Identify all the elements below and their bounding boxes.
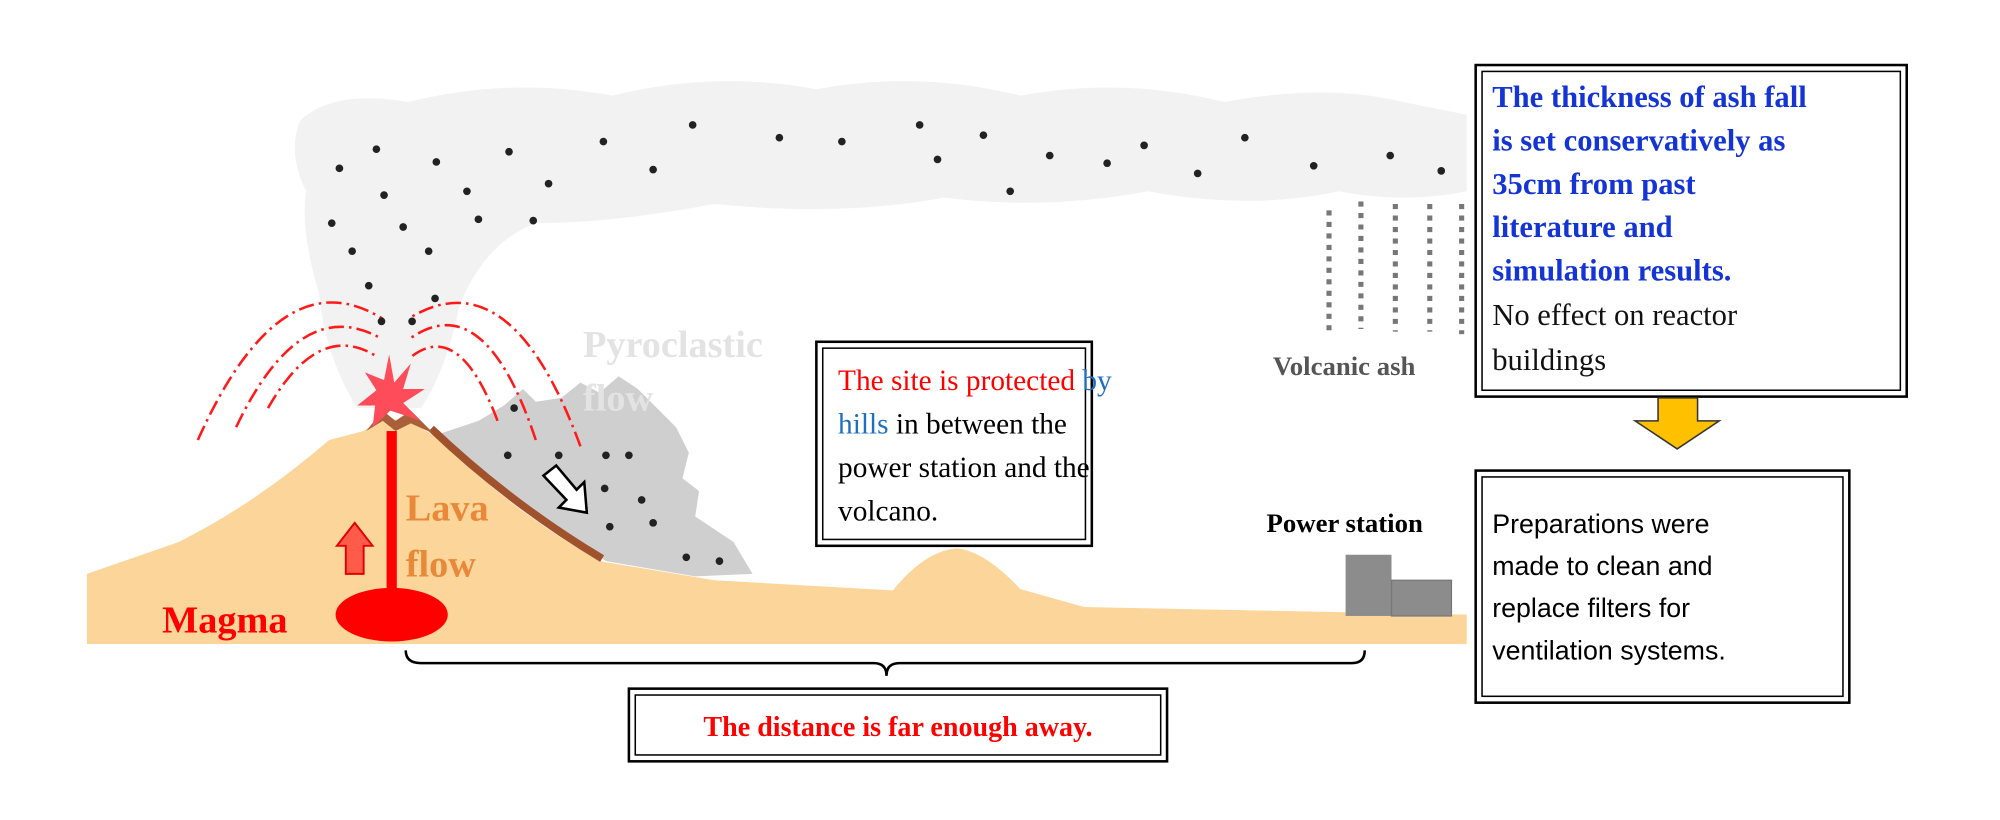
ash-box-line: literature and	[1492, 210, 1672, 244]
ash-particle	[1103, 159, 1111, 168]
pyroclastic-flow-label-2: flow	[583, 378, 653, 420]
lava-flow-label: Lava	[406, 487, 489, 529]
ash-particle	[399, 223, 407, 231]
ash-box-line: buildings	[1492, 343, 1606, 377]
magma-conduit	[386, 431, 397, 610]
ash-particle	[602, 451, 610, 460]
ash-particle	[380, 191, 388, 199]
distance-text: The distance is far enough away.	[703, 712, 1092, 743]
lava-flow-label-2: flow	[406, 543, 476, 585]
ash-particle	[544, 179, 553, 188]
ash-particle	[335, 164, 344, 173]
ash-particle	[688, 121, 697, 129]
ash-particle	[463, 187, 471, 196]
ash-box-line: simulation results.	[1492, 254, 1731, 288]
power-station-label: Power station	[1267, 508, 1423, 538]
ash-particle	[915, 121, 924, 129]
ash-particle	[1437, 167, 1446, 175]
ash-particle	[715, 557, 724, 565]
ash-particle	[510, 404, 518, 412]
ash-particle	[431, 294, 439, 303]
ash-particle	[1045, 151, 1054, 160]
ash-particle	[1386, 151, 1395, 160]
ash-box-line: is set conservatively as	[1492, 123, 1785, 157]
down-arrow-icon	[1632, 397, 1722, 450]
ash-particle	[503, 451, 512, 460]
ash-box-line: No effect on reactor	[1492, 298, 1737, 332]
hills-protection-box: The site is protected by hills in betwee…	[815, 340, 1112, 548]
magma-chamber	[335, 587, 448, 642]
ash-particle	[933, 155, 942, 164]
ash-box-line: The thickness of ash fall	[1492, 80, 1806, 114]
filters-box: Preparations were made to clean and repl…	[1474, 469, 1851, 704]
flow-direction-arrow-icon	[541, 463, 589, 515]
distance-box: The distance is far enough away.	[627, 687, 1169, 763]
filters-box-line: ventilation systems.	[1492, 635, 1726, 665]
ash-particle	[1140, 141, 1148, 150]
ash-particle	[1006, 187, 1015, 196]
ash-particle	[1309, 161, 1318, 170]
ash-particle	[377, 317, 386, 326]
eruption-burst-icon	[357, 354, 425, 428]
falling-ash-lines	[1326, 201, 1465, 335]
ash-particle	[348, 247, 356, 256]
magma-rise-arrow-icon	[334, 521, 375, 575]
ash-particle	[600, 484, 609, 493]
lava-stream	[428, 425, 605, 562]
ash-particle	[599, 137, 608, 146]
ash-particle	[327, 219, 336, 227]
pyroclastic-flow-label: Pyroclastic	[583, 324, 763, 366]
ash-particle	[649, 165, 657, 174]
ash-particle	[1193, 169, 1202, 178]
ash-thickness-box: The thickness of ash fall is set conserv…	[1474, 63, 1908, 398]
ash-particle	[505, 147, 513, 156]
ash-particle	[682, 553, 691, 562]
ash-particles	[327, 121, 1446, 565]
ash-particle	[1241, 133, 1249, 142]
ash-particle	[372, 145, 381, 154]
hills-box-line4: volcano.	[838, 495, 938, 527]
ash-particle	[625, 451, 633, 460]
ash-particle	[649, 519, 657, 527]
hills-box-line3: power station and the	[838, 452, 1090, 484]
pyroclastic-flow	[440, 376, 753, 577]
ejecta-trajectories	[196, 301, 582, 447]
ash-particle	[775, 133, 784, 142]
ash-cloud	[294, 81, 1467, 409]
magma-label: Magma	[162, 600, 287, 642]
ash-particle	[554, 451, 563, 460]
ash-particle	[529, 216, 538, 225]
hills-box-line2: hills in between the	[838, 409, 1067, 441]
filters-box-line: replace filters for	[1492, 593, 1690, 623]
power-station-building	[1345, 554, 1392, 616]
filters-box-line: made to clean and	[1492, 551, 1712, 581]
ash-particle	[637, 496, 646, 504]
hills-box-line1: The site is protected by	[838, 365, 1112, 397]
ash-particle	[979, 131, 988, 140]
ash-particle	[474, 215, 483, 224]
ash-particle	[432, 158, 441, 166]
ash-box-line: 35cm from past	[1492, 167, 1696, 201]
ground	[86, 418, 1467, 645]
filters-box-line: Preparations were	[1492, 509, 1709, 539]
volcanic-ash-label: Volcanic ash	[1273, 351, 1416, 381]
ash-particle	[364, 281, 373, 290]
ash-particle	[605, 522, 614, 531]
power-station-annex	[1390, 579, 1453, 617]
ash-particle	[408, 317, 416, 326]
ash-particle	[424, 247, 433, 256]
distance-brace	[404, 650, 1367, 676]
ash-particle	[838, 137, 846, 146]
